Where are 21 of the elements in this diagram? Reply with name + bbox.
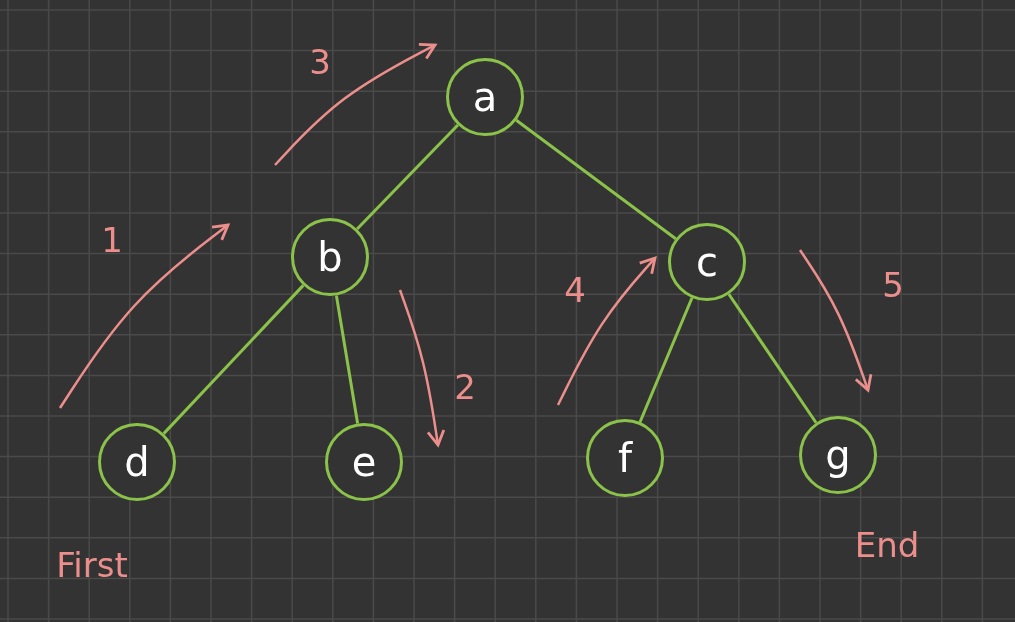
step-number: 4	[564, 273, 586, 307]
end-label: End	[854, 528, 920, 562]
tree-edge	[334, 295, 360, 424]
tree-edge	[727, 293, 818, 424]
tree-edge	[162, 284, 305, 435]
start-label: First	[56, 548, 128, 582]
node-label: a	[472, 77, 498, 117]
node-label: e	[351, 442, 377, 482]
step-number: 5	[882, 268, 904, 302]
node-label: c	[696, 242, 718, 282]
node-label: f	[617, 438, 633, 478]
node-label: b	[317, 237, 343, 277]
tree-edge	[515, 119, 677, 240]
step-number: 2	[454, 370, 476, 404]
tree-node-circle	[291, 218, 369, 296]
tree-edge	[638, 297, 694, 423]
tree-node-circle	[446, 58, 524, 136]
step-number: 1	[101, 223, 123, 257]
tree-edge	[356, 123, 459, 231]
step-number: 3	[309, 45, 331, 79]
node-label: d	[124, 442, 150, 482]
